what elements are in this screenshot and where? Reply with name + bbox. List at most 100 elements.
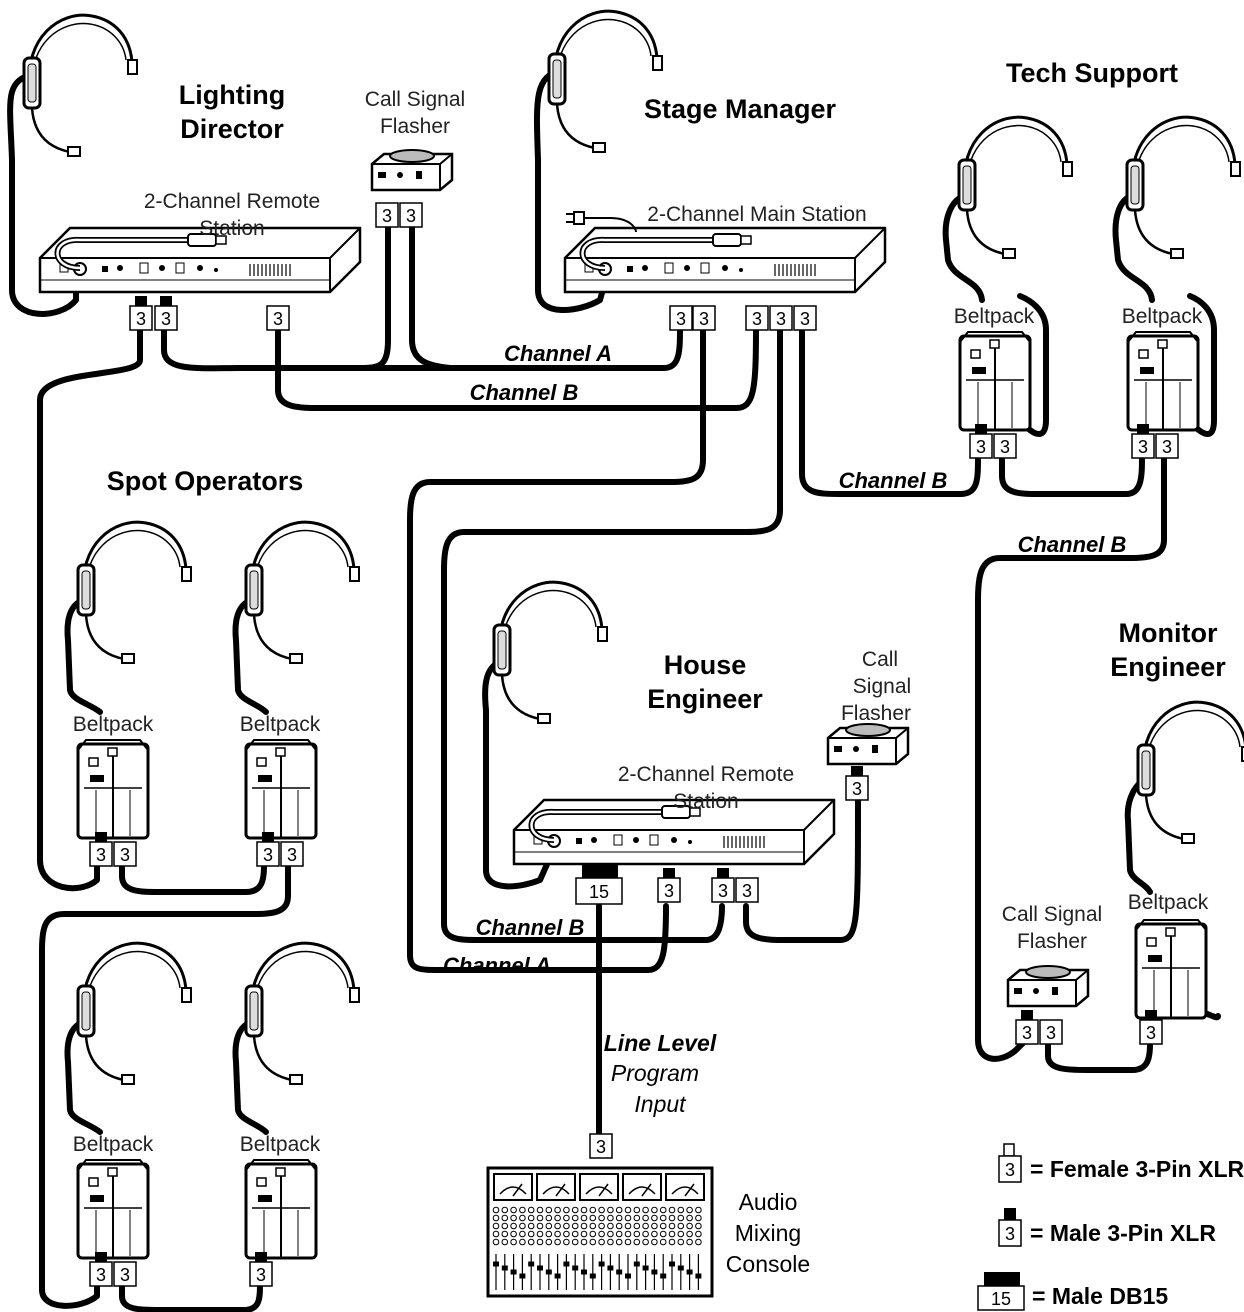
- legend-pin-number: 15: [991, 1289, 1011, 1309]
- console-knob: [624, 1230, 632, 1238]
- remote-station-lighting-label-line1: 2-Channel Remote: [144, 190, 320, 213]
- male-db15-connector: 15: [575, 864, 623, 905]
- console-knob: [598, 1222, 605, 1230]
- beltpack-spot-1-icon: [76, 738, 150, 840]
- legend-male-xlr-text: = Male 3-Pin XLR: [1030, 1220, 1216, 1246]
- beltpack-tech-support-2-icon: [1126, 330, 1200, 432]
- console-fader-knob: [563, 1261, 570, 1267]
- console-knob: [563, 1214, 570, 1222]
- console-knob: [624, 1206, 632, 1214]
- console-knob: [554, 1214, 561, 1222]
- connector-pin-number: 3: [718, 881, 728, 901]
- console-knob: [624, 1214, 632, 1222]
- connector-pin-number: 3: [664, 881, 674, 901]
- console-knob: [563, 1206, 570, 1214]
- console-knob: [589, 1230, 597, 1238]
- legend-male-db15-text: = Male DB15: [1032, 1283, 1168, 1309]
- beltpack-label: Beltpack: [240, 1133, 321, 1156]
- console-fader-knob: [616, 1269, 623, 1275]
- connector-pin-number: 3: [287, 845, 297, 865]
- console-fader-knob: [545, 1269, 552, 1275]
- console-knob: [633, 1206, 641, 1214]
- console-knob: [501, 1222, 509, 1230]
- console-knob: [686, 1214, 693, 1222]
- console-knob: [492, 1214, 500, 1222]
- console-knob: [492, 1238, 500, 1246]
- console-knob: [501, 1214, 509, 1222]
- console-knob: [633, 1214, 641, 1222]
- female-xlr-connector: 3: [1155, 433, 1179, 459]
- connector-pin-number: 3: [120, 1265, 130, 1285]
- console-knob: [580, 1230, 588, 1238]
- console-knob: [624, 1222, 632, 1230]
- male-xlr-connector: 3: [129, 296, 153, 331]
- headset-tech-support-2: [1125, 115, 1242, 260]
- legend: 3 = Female 3-Pin XLR 3 = Male 3-Pin XLR …: [977, 1143, 1244, 1311]
- console-knob: [589, 1206, 597, 1214]
- beltpack-spot-2-icon: [244, 738, 318, 840]
- connector-pin-number: 15: [589, 882, 609, 902]
- console-knob: [686, 1222, 693, 1230]
- beltpack-tech-support-1-icon: [958, 330, 1032, 432]
- male-xlr-connector: 3: [969, 424, 993, 459]
- connector-pin-number: 3: [1022, 1023, 1032, 1043]
- male-xlr-connector: 3: [1131, 424, 1155, 459]
- console-knob: [677, 1214, 685, 1222]
- connector-pin-number: 3: [136, 309, 146, 329]
- headset-lighting-director: [22, 13, 139, 158]
- female-xlr-connector: 3: [669, 305, 693, 331]
- console-knob: [668, 1222, 676, 1230]
- program-input-line2: Program: [611, 1060, 699, 1086]
- console-knob: [545, 1230, 553, 1238]
- female-xlr-connector: 3: [745, 305, 769, 331]
- console-fader-knob: [554, 1273, 561, 1279]
- connector-pin-number: 3: [120, 845, 130, 865]
- legend-pin-number: 3: [1005, 1160, 1015, 1180]
- headset-stage-manager: [547, 9, 664, 154]
- console-knob: [563, 1238, 570, 1246]
- console-fader-knob: [572, 1265, 579, 1271]
- legend-pin-number: 3: [1005, 1224, 1015, 1244]
- legend-female-xlr-text: = Female 3-Pin XLR: [1030, 1156, 1244, 1182]
- console-knob: [615, 1238, 623, 1246]
- console-knob: [510, 1230, 517, 1238]
- console-fader-knob: [669, 1261, 675, 1267]
- console-fader-knob: [651, 1269, 658, 1275]
- console-knob: [545, 1222, 553, 1230]
- male-xlr-connector: 3: [249, 1252, 273, 1287]
- male-xlr-connector: 3: [1015, 1010, 1039, 1045]
- connector-pin-number: 3: [263, 845, 273, 865]
- connector-pin-number: 3: [742, 881, 752, 901]
- console-knob: [695, 1214, 702, 1222]
- legend-female-xlr-icon: 3: [998, 1143, 1022, 1183]
- console-knob: [545, 1206, 553, 1214]
- female-xlr-connector: 3: [280, 841, 304, 867]
- console-knob: [536, 1238, 544, 1246]
- console-knob: [633, 1230, 641, 1238]
- console-knob: [607, 1206, 614, 1214]
- console-knob: [677, 1206, 685, 1214]
- location-monitor-engineer-line2: Engineer: [1110, 652, 1226, 682]
- console-knob: [536, 1214, 544, 1222]
- female-xlr-connector: 3: [1039, 1019, 1063, 1045]
- console-knob: [492, 1230, 500, 1238]
- console-fader-knob: [633, 1261, 640, 1267]
- connector-pin-number: 3: [752, 309, 762, 329]
- console-knob: [695, 1238, 702, 1246]
- male-xlr-connector: 3: [89, 832, 113, 867]
- console-knob: [527, 1206, 535, 1214]
- connector-pin-number: 3: [1162, 437, 1172, 457]
- beltpack-monitor-icon: [1134, 918, 1208, 1020]
- mixing-console-label-line2: Mixing: [735, 1220, 801, 1246]
- connector-pin-number: 3: [96, 1265, 106, 1285]
- console-fader-knob: [660, 1273, 667, 1279]
- female-xlr-connector: 3: [793, 305, 817, 331]
- connector-pin-number: 3: [852, 779, 862, 799]
- console-knob: [510, 1222, 517, 1230]
- male-xlr-connector: 3: [89, 1252, 113, 1287]
- legend-male-db15-icon: 15: [977, 1272, 1025, 1311]
- console-knob: [686, 1206, 693, 1214]
- console-knob: [615, 1214, 623, 1222]
